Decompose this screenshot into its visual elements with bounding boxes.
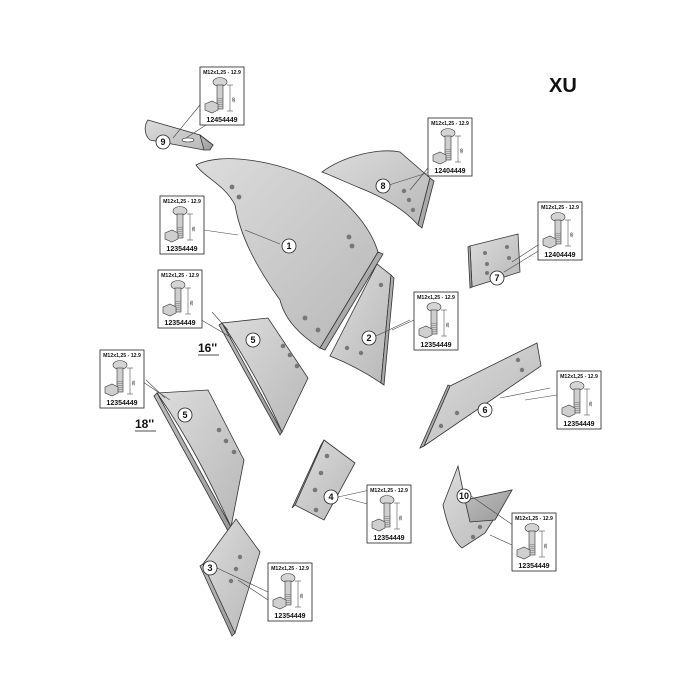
- bolt-length: 35: [588, 401, 593, 407]
- bolt-spec: M12x1,25 - 12.9: [417, 295, 455, 301]
- nut-icon: [371, 518, 386, 532]
- bolt-box: M12x1,25 - 12.9 35 12354449: [366, 484, 412, 544]
- bolt-spec: M12x1,25 - 12.9: [560, 374, 598, 380]
- bolt-box: M12x1,25 - 12.9 35 12354449: [556, 370, 602, 430]
- nut-icon: [104, 383, 119, 397]
- nut-icon: [542, 235, 557, 249]
- part-6-number: 6: [482, 405, 487, 415]
- bolt-box: M12x1,25 - 12.9 35 12354449: [267, 562, 313, 622]
- bolt-spec: M12x1,25 - 12.9: [161, 273, 199, 279]
- nut-icon: [432, 151, 447, 165]
- part-10-number: 10: [459, 491, 469, 501]
- part-4-number: 4: [328, 492, 333, 502]
- bolt-box: M12x1,25 - 12.9 35 12354449: [511, 512, 557, 572]
- part-2: 2: [329, 263, 411, 386]
- nut-icon: [516, 546, 531, 560]
- part-5-18: 5: [145, 379, 245, 532]
- bolt-length: 35: [398, 515, 403, 521]
- bolt-code: 12354449: [274, 613, 305, 620]
- bolt-code: 12354449: [563, 421, 594, 428]
- part-3: 3: [199, 518, 269, 637]
- bolt-spec: M12x1,25 - 12.9: [163, 199, 201, 205]
- bolt-length: 35: [189, 300, 194, 306]
- bolt-code: 12354449: [166, 246, 197, 253]
- nut-icon: [162, 303, 177, 317]
- nut-icon: [164, 229, 179, 243]
- bolt-code: 12354449: [373, 535, 404, 542]
- bolt-code: 12404449: [544, 252, 575, 259]
- bolt-length: 40: [569, 232, 574, 238]
- bolt-length: 35: [299, 593, 304, 599]
- bolt-box: M12x1,25 - 12.9 40 12404449: [427, 117, 473, 177]
- nut-icon: [204, 100, 219, 114]
- part-4: 4: [291, 439, 371, 521]
- bolt-spec: M12x1,25 - 12.9: [431, 121, 469, 127]
- part-7: 7: [467, 233, 541, 289]
- bolt-box: M12x1,25 - 12.9 40 12454449: [199, 66, 245, 126]
- bolt-length: 35: [131, 380, 136, 386]
- bolt-code: 12454449: [206, 117, 237, 124]
- bolt-box: M12x1,25 - 12.9 35 12354449: [159, 195, 205, 255]
- nut-icon: [418, 325, 433, 339]
- bolt-spec: M12x1,25 - 12.9: [515, 516, 553, 522]
- bolt-length: 40: [231, 97, 236, 103]
- part-9-number: 9: [160, 137, 165, 147]
- bolt-length: 35: [543, 543, 548, 549]
- part-6: 6: [419, 342, 551, 449]
- bolt-spec: M12x1,25 - 12.9: [203, 70, 241, 76]
- bolt-box: M12x1,25 - 12.9 35 12354449: [157, 269, 203, 329]
- part-2-number: 2: [366, 333, 371, 343]
- part-8: 8: [321, 150, 435, 229]
- part-9-callout: [155, 134, 171, 150]
- bolt-box: M12x1,25 - 12.9 40 12404449: [537, 201, 583, 261]
- bolt-code: 12404449: [434, 168, 465, 175]
- part-8-number: 8: [380, 181, 385, 191]
- size-label-18: 18'': [135, 417, 154, 431]
- bolt-code: 12354449: [420, 342, 451, 349]
- nut-icon: [272, 596, 287, 610]
- part-7-number: 7: [494, 273, 499, 283]
- part-10: 10: [442, 464, 521, 549]
- slot-hole: [181, 137, 195, 143]
- diagram-title: XU: [549, 75, 577, 97]
- part-1-number: 1: [286, 241, 291, 251]
- bolt-length: 35: [445, 322, 450, 328]
- part-1: 1: [195, 158, 384, 351]
- part-5b-number: 5: [182, 410, 187, 420]
- bolt-box: M12x1,25 - 12.9 35 12354449: [413, 291, 459, 351]
- bolt-box: M12x1,25 - 12.9 35 12354449: [99, 349, 145, 409]
- bolt-spec: M12x1,25 - 12.9: [541, 205, 579, 211]
- bolt-length: 40: [459, 148, 464, 154]
- size-label-16: 16'': [198, 341, 217, 355]
- bolt-spec: M12x1,25 - 12.9: [103, 353, 141, 359]
- nut-icon: [561, 404, 576, 418]
- bolt-length: 35: [191, 226, 196, 232]
- part-5a-number: 5: [250, 335, 255, 345]
- bolt-spec: M12x1,25 - 12.9: [271, 566, 309, 572]
- part-3-number: 3: [207, 563, 212, 573]
- bolt-code: 12354449: [164, 320, 195, 327]
- part-9: 9: [144, 104, 214, 151]
- part-5-16: 5: [211, 311, 309, 436]
- bolt-code: 12354449: [106, 400, 137, 407]
- bolt-code: 12354449: [518, 563, 549, 570]
- bolt-spec: M12x1,25 - 12.9: [370, 488, 408, 494]
